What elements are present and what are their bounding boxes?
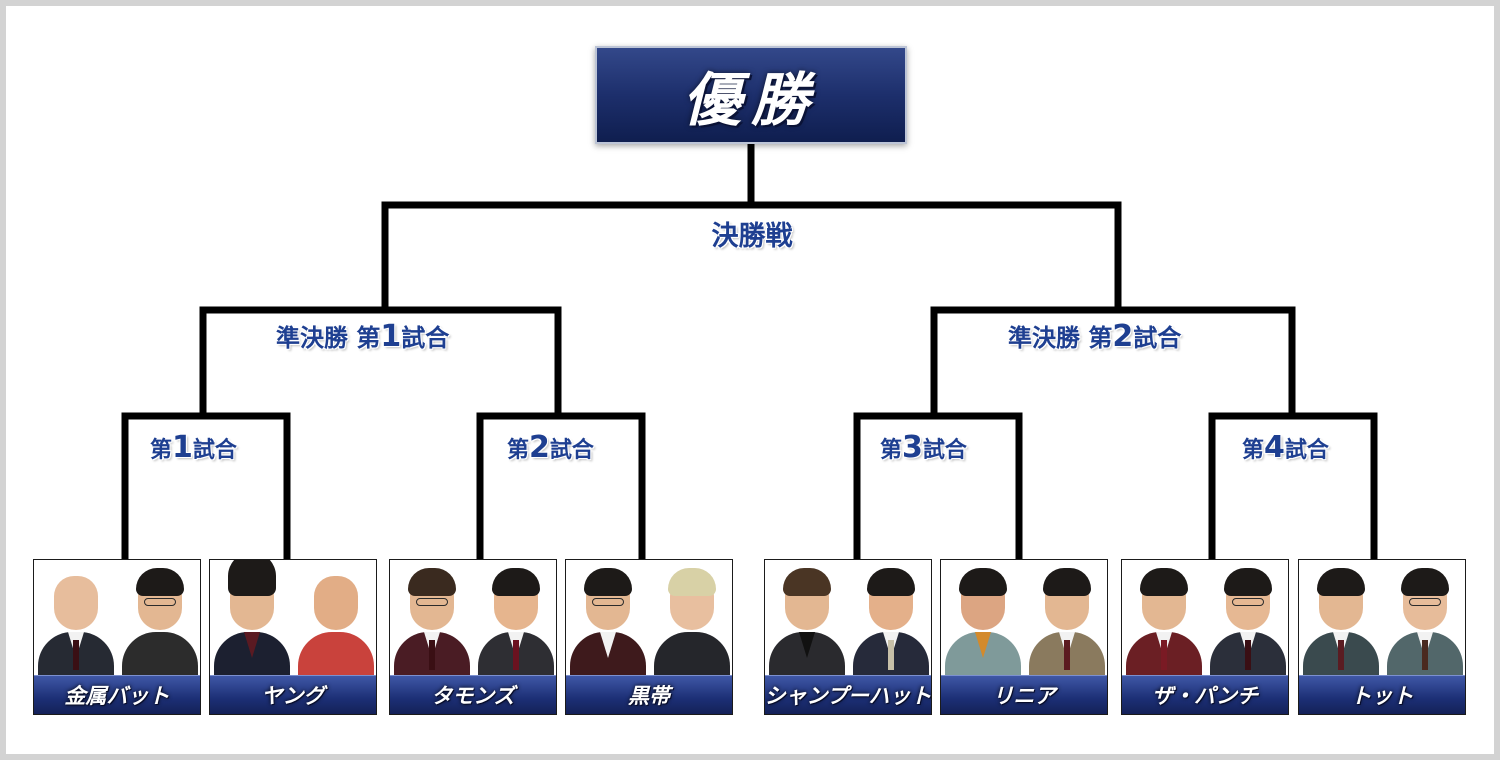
match-1-label: 第1試合 (150, 430, 237, 465)
team-photo (210, 560, 376, 678)
team-photo (34, 560, 200, 678)
match-2-pre: 第 (507, 438, 530, 463)
line-final-bracket (381, 201, 1122, 310)
team-card-4: 黒帯 (565, 559, 733, 715)
final-label: 決勝戦 (711, 221, 793, 252)
match-4-pre: 第 (1242, 438, 1265, 463)
match-4-label: 第4試合 (1242, 430, 1329, 465)
team-photo (1122, 560, 1288, 678)
semifinal-2-label: 準決勝 第2試合 (1008, 318, 1181, 354)
line-semi2-bracket (930, 306, 1296, 416)
line-q3-bracket (853, 412, 1023, 561)
team-photo (1299, 560, 1465, 678)
team-photo (941, 560, 1107, 678)
line-q1-bracket (121, 412, 291, 561)
team-photo (765, 560, 931, 678)
team-card-8: トット (1298, 559, 1466, 715)
match-2-post: 試合 (549, 438, 594, 463)
team-card-3: タモンズ (389, 559, 557, 715)
champion-banner: 優勝 (595, 46, 907, 144)
match-2-number: 2 (529, 430, 550, 465)
team-card-2: ヤング (209, 559, 377, 715)
semifinal-1-post: 試合 (401, 324, 450, 352)
match-4-number: 4 (1264, 430, 1285, 465)
match-1-number: 1 (172, 430, 193, 465)
team-card-6: リニア (940, 559, 1108, 715)
match-4-post: 試合 (1284, 438, 1329, 463)
team-name: リニア (941, 675, 1107, 714)
match-1-pre: 第 (150, 438, 173, 463)
match-3-pre: 第 (880, 438, 903, 463)
team-card-1: 金属バット (33, 559, 201, 715)
match-3-post: 試合 (922, 438, 967, 463)
match-1-post: 試合 (192, 438, 237, 463)
semifinal-2-pre: 第 (1088, 324, 1113, 352)
team-photo (566, 560, 732, 678)
semifinal-2-number: 2 (1112, 319, 1134, 354)
semifinal-1-prefix: 準決勝 (276, 324, 348, 352)
semifinal-1-number: 1 (380, 319, 402, 354)
semifinal-2-prefix: 準決勝 (1008, 324, 1080, 352)
team-name: 金属バット (34, 675, 200, 714)
team-card-7: ザ・パンチ (1121, 559, 1289, 715)
team-name: ザ・パンチ (1122, 675, 1288, 714)
champion-label: 優勝 (682, 66, 819, 134)
team-name: タモンズ (390, 675, 556, 714)
team-name: シャンプーハット (765, 675, 931, 714)
semifinal-1-pre: 第 (356, 324, 381, 352)
team-name: ヤング (210, 675, 376, 714)
match-3-label: 第3試合 (880, 430, 967, 465)
team-name: 黒帯 (566, 675, 732, 714)
semifinal-1-label: 準決勝 第1試合 (276, 318, 449, 354)
match-3-number: 3 (902, 430, 923, 465)
line-q2-bracket (476, 412, 646, 561)
line-q4-bracket (1208, 412, 1378, 561)
team-card-5: シャンプーハット (764, 559, 932, 715)
line-semi1-bracket (199, 306, 562, 416)
team-photo (390, 560, 556, 678)
team-name: トット (1299, 675, 1465, 714)
match-2-label: 第2試合 (507, 430, 594, 465)
semifinal-2-post: 試合 (1133, 324, 1182, 352)
